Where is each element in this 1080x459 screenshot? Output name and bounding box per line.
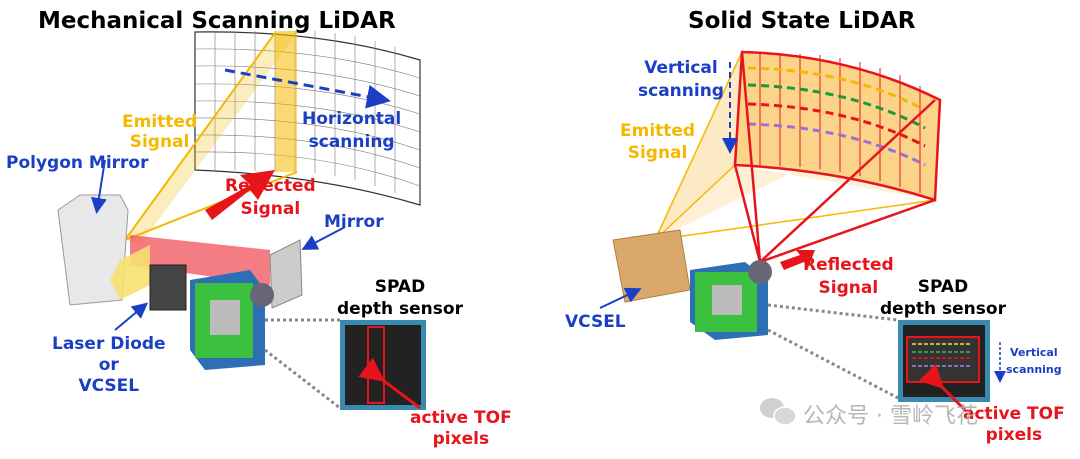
left-title: Mechanical Scanning LiDAR (38, 8, 396, 34)
sensor-board (190, 270, 274, 370)
mirror-label: Mirror (324, 212, 384, 232)
label-line: Reflected (225, 176, 316, 196)
horizontal-scan-grid (194, 31, 421, 206)
sensor-vertical-scanning-label: Vertical scanning (1006, 344, 1062, 378)
label-line: active TOF (410, 408, 512, 428)
label-line: Signal (240, 199, 301, 219)
label-line: scanning (1006, 363, 1062, 376)
label-line: scanning (638, 81, 724, 101)
sensor-board-right (690, 260, 772, 340)
vcsel-label: VCSEL (565, 312, 626, 332)
label-line: VCSEL (78, 376, 140, 396)
label-line: Signal (818, 278, 879, 298)
solid-state-lidar-panel (599, 50, 1006, 412)
label-line: depth sensor (337, 299, 463, 319)
vcsel-emitter (612, 229, 691, 303)
label-line: Signal (129, 132, 190, 152)
wechat-icon (760, 398, 797, 426)
label-line: depth sensor (880, 299, 1006, 319)
label-line: SPAD (917, 277, 969, 297)
reflected-arrow (205, 170, 275, 220)
emitted-beam (125, 33, 297, 245)
mirror (269, 239, 303, 309)
label-line: Horizontal (302, 109, 402, 129)
label-line: Signal (627, 143, 688, 163)
label-line: active TOF (963, 404, 1065, 424)
label-line: Emitted (122, 112, 198, 132)
horizontal-scanning-label: Horizontal scanning (302, 108, 401, 154)
horizontal-scan-arrow (224, 68, 391, 109)
polygon-mirror-label: Polygon Mirror (6, 153, 149, 173)
label-line: pixels (432, 429, 490, 449)
mechanical-lidar-panel (57, 31, 426, 410)
label-line: Reflected (803, 255, 894, 275)
label-line: or (98, 355, 119, 375)
label-line: Laser Diode (52, 334, 166, 354)
right-vertical-scanning-label: Vertical scanning (638, 57, 724, 103)
label-line: pixels (985, 425, 1043, 445)
spad-sensor-left (340, 320, 426, 410)
polygon-mirror (57, 194, 129, 306)
right-title: Solid State LiDAR (688, 8, 916, 34)
label-line: scanning (308, 132, 395, 152)
label-line: SPAD (374, 277, 426, 297)
label-line: Vertical (644, 58, 718, 78)
label-line: Vertical (1010, 346, 1058, 359)
label-line: Emitted (620, 121, 696, 141)
laser-diode (149, 264, 187, 311)
watermark: 公众号 · 雪岭飞花 (803, 404, 978, 429)
